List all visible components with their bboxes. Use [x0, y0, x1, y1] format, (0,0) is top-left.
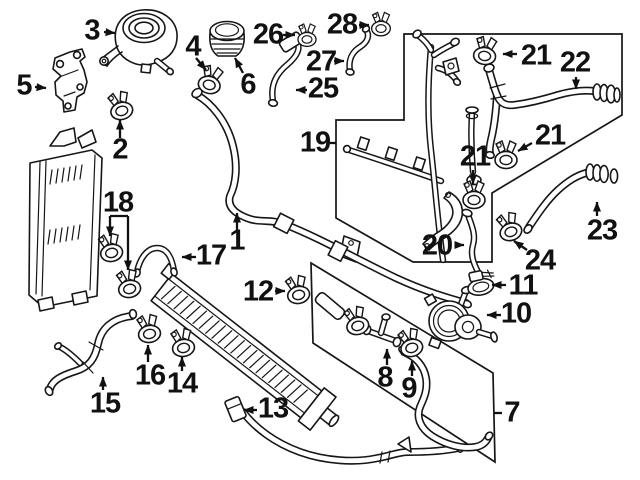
hose-clamp-2: [105, 88, 136, 123]
callout-16: 16: [134, 359, 166, 392]
callout-24: 24: [524, 244, 556, 277]
mounting-bracket: [52, 48, 88, 113]
callout-18: 18: [102, 186, 134, 219]
low-temp-radiator: [150, 262, 340, 431]
callout-17: 17: [195, 239, 227, 272]
callout-15: 15: [89, 387, 121, 420]
callout-1: 1: [229, 224, 245, 257]
callout-22: 22: [559, 46, 591, 79]
hose-clamp-24: [493, 209, 525, 245]
hose-15: [44, 308, 138, 397]
hose-17: [133, 248, 178, 278]
callout-26: 26: [252, 18, 284, 51]
hose-22: [483, 63, 621, 160]
callout-20: 20: [421, 229, 453, 262]
callout-27: 27: [305, 45, 337, 78]
callout-11: 11: [508, 269, 539, 302]
callout-arrows: [34, 21, 601, 415]
callout-5: 5: [16, 69, 32, 102]
callout-28: 28: [326, 8, 358, 41]
hose-clamp-12: [283, 273, 312, 307]
callout-3: 3: [84, 14, 100, 47]
callout-6: 6: [240, 68, 256, 101]
hose-clamp-18a: [96, 231, 125, 265]
hose-clamp-11: [467, 269, 495, 296]
hose-clamp-21a: [471, 34, 499, 67]
callout-12: 12: [242, 275, 274, 308]
hose-clamp-16: [134, 312, 163, 346]
coolant-reservoir: [99, 9, 178, 76]
auxiliary-water-pump: [423, 285, 498, 350]
callout-19: 19: [299, 126, 331, 159]
hose-23: [523, 163, 619, 234]
callout-8: 8: [377, 361, 393, 394]
callout-21a: 21: [520, 39, 552, 72]
callout-14: 14: [166, 367, 198, 400]
callout-25: 25: [307, 72, 339, 105]
callout-7: 7: [504, 396, 520, 429]
callout-23: 23: [586, 214, 618, 247]
callout-4: 4: [185, 30, 201, 63]
assembly-box-19: [335, 33, 623, 263]
hose-clamp-21b: [494, 140, 518, 170]
radiator: [28, 127, 103, 312]
callout-2: 2: [112, 133, 128, 166]
callout-10: 10: [500, 297, 532, 330]
reservoir-cap: [209, 20, 245, 57]
hose-clamp-26: [297, 23, 317, 48]
assembly-box-7: [310, 261, 496, 464]
callout-21b: 21: [534, 119, 566, 152]
callout-21c: 21: [459, 140, 491, 173]
callout-9: 9: [401, 372, 417, 405]
hose-clamp-28: [370, 11, 392, 37]
callout-13: 13: [257, 392, 289, 425]
